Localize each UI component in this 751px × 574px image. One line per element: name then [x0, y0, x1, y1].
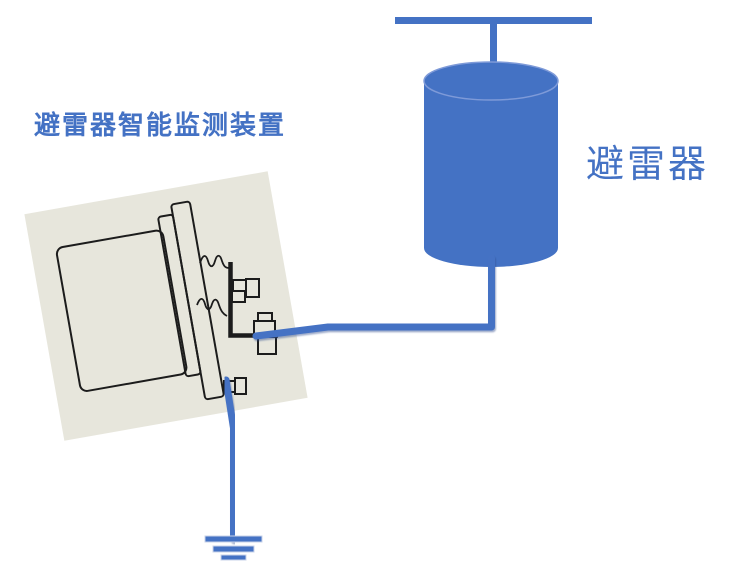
arrester-cylinder [424, 62, 558, 267]
ground-wire [222, 376, 237, 543]
busbar-line [395, 17, 592, 24]
wire-terminal-bolt-icon [253, 312, 277, 355]
monitor-flange-plate [170, 200, 225, 401]
ground-symbol-icon [204, 535, 263, 561]
electrical-group [204, 17, 592, 561]
monitor-photo-panel [24, 171, 308, 441]
line-terminal-bolt-icon [231, 278, 260, 303]
spring-connector-bottom-icon [196, 297, 228, 317]
arrester-cylinder-top [423, 61, 559, 101]
arrester-top-lead [490, 22, 497, 67]
arrester-label: 避雷器 [586, 144, 710, 186]
monitor-device-label: 避雷器智能监测装置 [34, 110, 287, 140]
monitor-body-outline [55, 229, 188, 392]
spring-connector-top-icon [199, 254, 230, 269]
connection-wire [252, 254, 495, 340]
monitor-device-group [24, 171, 308, 441]
